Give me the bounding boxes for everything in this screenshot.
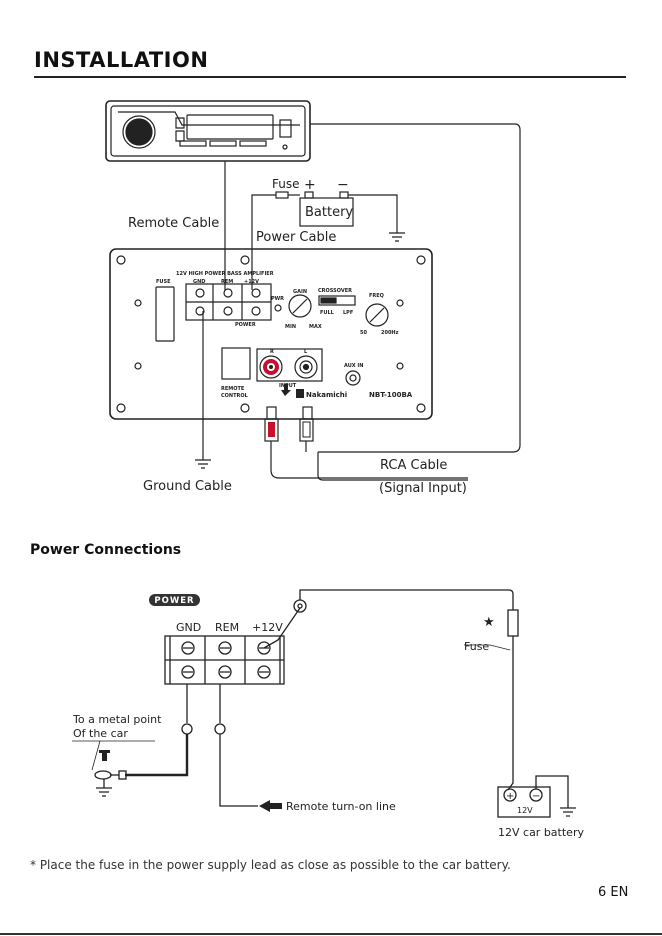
panel-l: L — [304, 349, 308, 355]
rca-right-jack — [259, 355, 283, 379]
label-rca-cable: RCA Cable — [380, 458, 447, 473]
battery-plus: + — [506, 791, 514, 802]
panel-crossover: CROSSOVER — [318, 288, 352, 294]
fuse-slot — [155, 286, 175, 342]
panel-200hz: 200Hz — [381, 330, 399, 336]
star-icon: ★ — [483, 615, 495, 630]
ground-icon — [389, 232, 405, 242]
power-badge-label: POWER — [154, 596, 194, 606]
panel-min: MIN — [285, 324, 296, 330]
label-power-cable: Power Cable — [256, 230, 336, 245]
label-plus: + — [304, 177, 316, 193]
panel-brand: Nakamichi — [306, 391, 347, 399]
label-metal-point: To a metal point — [72, 713, 162, 726]
label-battery: Battery — [305, 205, 353, 220]
bottom-rule — [0, 933, 662, 935]
label-ground-cable: Ground Cable — [143, 479, 232, 494]
power-cable-line — [251, 194, 276, 290]
panel-aux-in: AUX IN — [344, 363, 363, 369]
panel-full: FULL — [320, 310, 335, 316]
panel-50: 50 — [360, 330, 367, 336]
arrow-left-icon — [259, 800, 282, 812]
rca-left-jack — [294, 355, 318, 379]
battery-minus: − — [532, 791, 540, 802]
volume-knob — [125, 118, 153, 146]
panel-r: R — [270, 349, 274, 355]
panel-remote: REMOTE — [221, 386, 245, 392]
panel-power: POWER — [235, 322, 256, 328]
label-remote-cable: Remote Cable — [128, 216, 219, 231]
remote-control-port — [221, 347, 251, 380]
nakamichi-logo-icon — [296, 389, 304, 398]
inline-fuse-icon — [507, 609, 519, 637]
panel-gnd: GND — [193, 279, 205, 285]
label-fuse-2: Fuse — [464, 640, 489, 653]
panel-lpf: LPF — [343, 310, 353, 316]
ring-terminal-gnd — [181, 723, 193, 735]
panel-model: NBT-100BA — [369, 391, 413, 399]
panel-fuse: FUSE — [156, 279, 171, 285]
gain-knob — [288, 294, 312, 318]
chassis-ground-icon — [96, 787, 112, 797]
terminal-label-gnd: GND — [176, 621, 201, 634]
page-number: 6 EN — [598, 885, 629, 900]
panel-input: INPUT — [279, 383, 297, 389]
arrow-up-icon — [281, 384, 291, 396]
label-remote-turn-on: Remote turn-on line — [286, 800, 396, 813]
label-fuse: Fuse — [272, 177, 300, 191]
car-battery-box — [497, 786, 551, 818]
power-badge — [149, 594, 200, 606]
label-minus: − — [337, 177, 349, 193]
crossover-switch — [318, 295, 356, 306]
page-title: INSTALLATION — [34, 48, 209, 72]
screw-icon — [102, 751, 107, 761]
panel-rem: REM — [221, 279, 233, 285]
battery-box — [299, 197, 354, 227]
footnote: * Place the fuse in the power supply lea… — [30, 858, 511, 872]
rca-input-block — [256, 348, 323, 382]
panel-12v: +12V — [244, 279, 259, 285]
section-title-power-connections: Power Connections — [30, 542, 182, 558]
panel-pwr: PWR — [271, 296, 284, 302]
panel-freq: FREQ — [369, 293, 384, 299]
label-signal-input: (Signal Input) — [379, 481, 467, 496]
ring-terminal-rem — [214, 723, 226, 735]
head-unit — [105, 100, 311, 162]
label-of-the-car: Of the car — [73, 727, 128, 740]
panel-gain: GAIN — [293, 289, 307, 295]
terminal-label-rem: REM — [215, 621, 239, 634]
title-rule — [34, 76, 626, 78]
freq-knob — [365, 303, 389, 327]
panel-max: MAX — [309, 324, 322, 330]
battery-ground-icon — [560, 807, 576, 817]
battery-voltage: 12V — [517, 806, 533, 815]
terminal-label-12v: +12V — [252, 621, 283, 634]
panel-control: CONTROL — [221, 393, 249, 399]
pwr-led — [274, 304, 282, 312]
panel-header: 12V HIGH POWER BASS AMPLIFIER — [176, 271, 274, 277]
label-car-battery: 12V car battery — [498, 826, 584, 839]
ring-terminal-12v — [293, 599, 307, 613]
aux-in-jack — [345, 370, 361, 386]
